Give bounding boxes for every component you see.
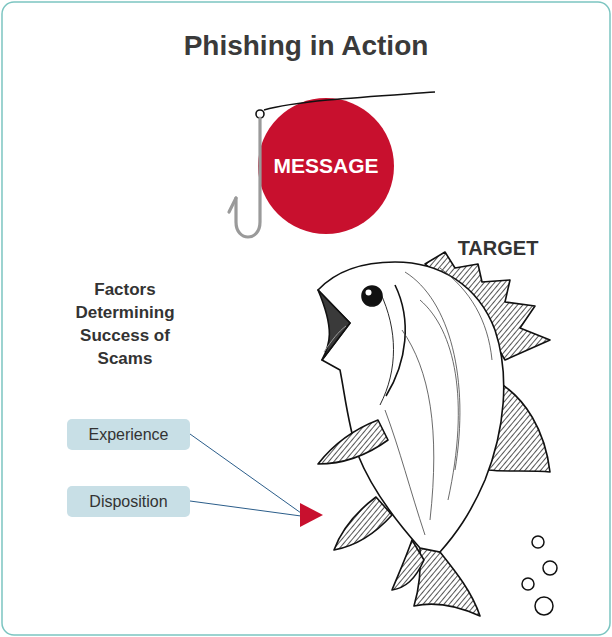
bubbles <box>522 536 557 615</box>
node-text: Disposition <box>89 493 167 511</box>
fish-hook <box>229 110 264 237</box>
factors-heading: Factors Determining Success of Scams <box>66 278 184 370</box>
fishing-line <box>264 92 435 110</box>
factor-box: Experience <box>67 419 190 450</box>
title: Phishing in Action <box>0 30 612 62</box>
message-circle: MESSAGE <box>258 98 394 234</box>
node-text: Experience <box>88 426 168 444</box>
fish-illustration <box>318 252 550 616</box>
leader-line <box>190 434 301 513</box>
node-text: MESSAGE <box>273 154 378 178</box>
target-label: TARGET <box>440 236 556 260</box>
leader-line <box>190 501 301 516</box>
factor-box: Disposition <box>67 486 190 517</box>
pointer-triangle <box>300 503 323 527</box>
